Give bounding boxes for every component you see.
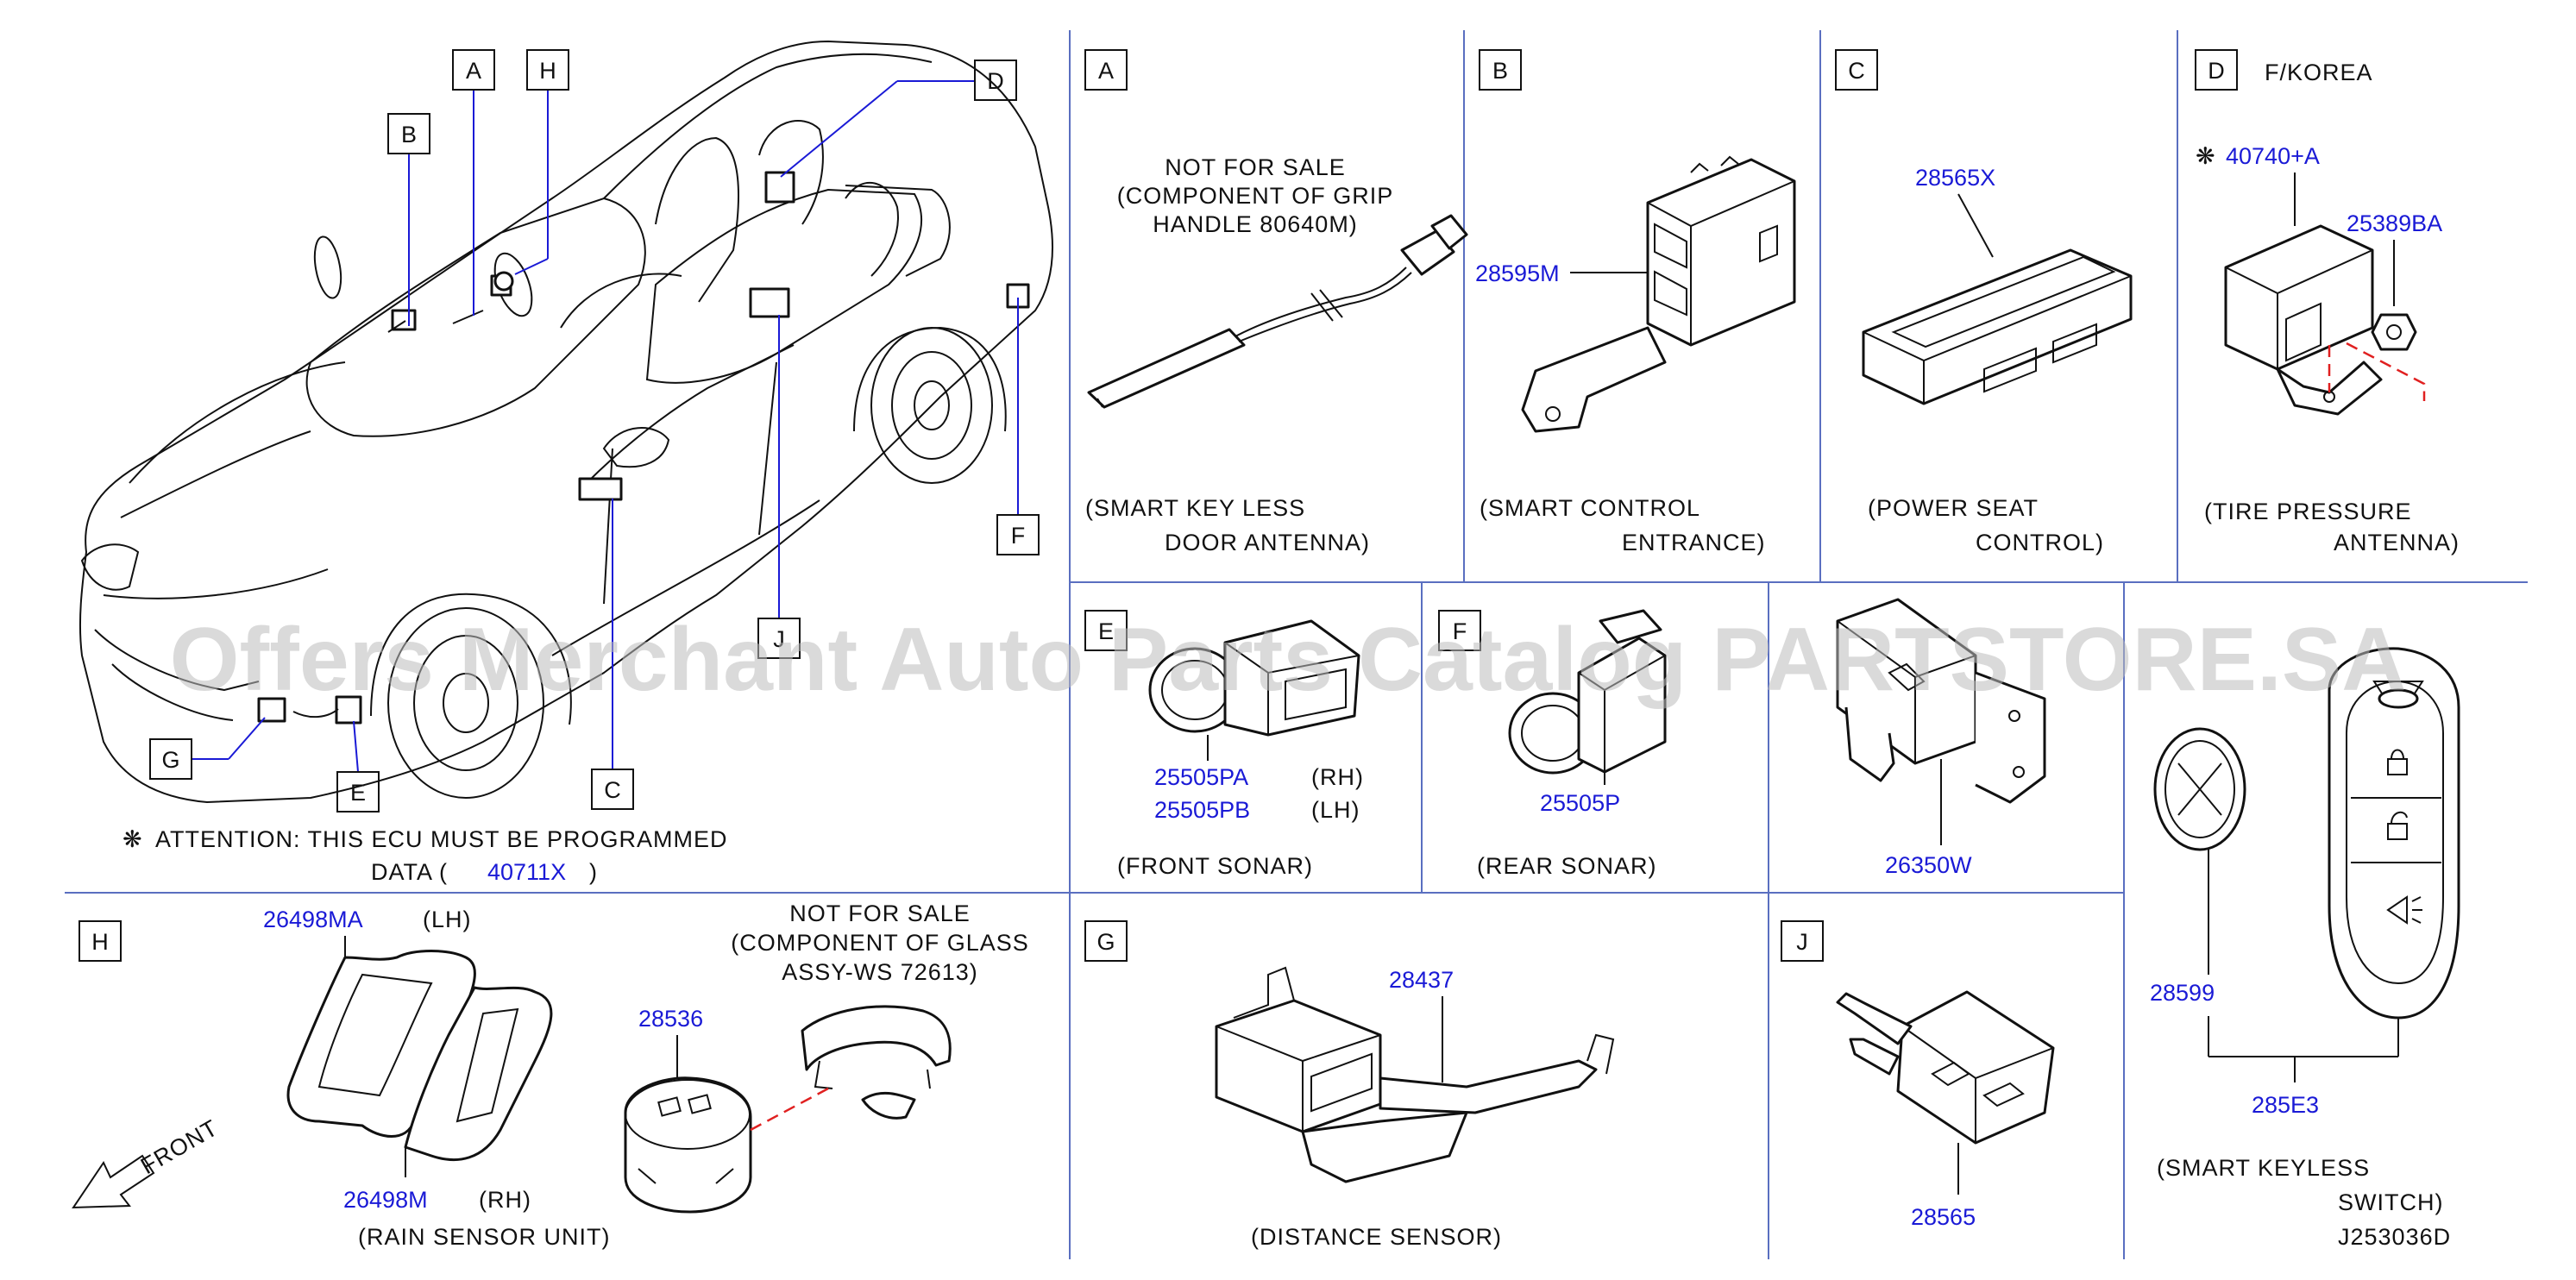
callout-j: J [773,626,785,652]
panel-k-part-assy: 285E3 [2252,1092,2319,1118]
attention-note: ❋ ATTENTION: THIS ECU MUST BE PROGRAMMED… [123,826,728,885]
attention-line2-prefix: DATA ( [371,859,448,885]
panel-k: 28599 285E3 (SMART KEYLESS SWITCH) [2150,647,2460,1215]
panel-h-part-rh: 26498M [343,1187,428,1213]
diagram-code: J253036D [2338,1224,2451,1250]
panel-e-part-lh: 25505PB [1154,797,1250,823]
panel-d-caption-2: ANTENNA) [2334,530,2460,555]
callout-a: A [466,58,481,84]
panel-a: A NOT FOR SALE (COMPONENT OF GRIP HANDLE… [1084,49,1468,555]
panel-a-note-3: HANDLE 80640M) [1153,211,1358,237]
panel-g-caption: (DISTANCE SENSOR) [1251,1224,1502,1250]
callout-f: F [1011,523,1026,549]
panel-h: H 26498MA (LH) 26498M (RH) 28536 NOT FOR… [72,900,1029,1250]
panel-j-part: 28565 [1911,1204,1976,1230]
callout-g: G [161,747,179,773]
panel-b-caption-2: ENTRANCE) [1622,530,1766,555]
panel-g-letter: G [1096,929,1115,955]
panel-e-side-rh: (RH) [1311,764,1364,790]
callout-c: C [604,777,621,803]
panel-c: C 28565X (POWER SEAT CONTROL) [1835,49,2133,555]
panel-e-letter: E [1098,618,1114,644]
callout-e: E [350,780,366,806]
panel-f-letter: F [1453,618,1467,644]
panel-d-letter: D [2208,58,2225,84]
panel-g: G 28437 (DISTANCE SENSOR) [1084,920,1615,1250]
panel-a-note-2: (COMPONENT OF GRIP [1117,183,1394,209]
panel-g-part: 28437 [1389,967,1454,993]
attention-line1: ATTENTION: THIS ECU MUST BE PROGRAMMED [155,826,728,852]
panel-d-symbol: ❋ [2196,143,2216,169]
front-arrow-label: FRONT [136,1114,223,1179]
panel-c-letter: C [1848,58,1865,84]
panel-h-note-1: NOT FOR SALE [789,900,971,926]
panel-h-note-2: (COMPONENT OF GLASS [731,930,1029,956]
panel-e-part-rh: 25505PA [1154,764,1248,790]
panel-h-part-sensor: 28536 [638,1006,703,1032]
callout-d: D [987,68,1004,94]
panel-f-caption: (REAR SONAR) [1477,853,1657,879]
panel-26350w-part: 26350W [1885,852,1972,878]
panel-d: D F/KOREA ❋ 40740+A 25389BA (TIRE PRESSU… [2195,49,2460,555]
front-arrow: FRONT [72,1114,223,1209]
panel-k-caption-2: SWITCH) [2338,1189,2443,1215]
panel-h-note-3: ASSY-WS 72613) [782,959,978,985]
panel-a-letter: A [1098,58,1114,84]
panel-b: B 28595M (SMART CONTROL ENTRANCE) [1475,49,1796,555]
panel-b-letter: B [1492,58,1508,84]
panel-c-part: 28565X [1915,165,1995,191]
panel-k-caption-1: (SMART KEYLESS [2157,1155,2370,1181]
panel-h-side-rh: (RH) [479,1187,531,1213]
panel-e-side-lh: (LH) [1311,797,1360,823]
panel-c-caption-1: (POWER SEAT [1868,495,2039,521]
panel-k-part-battery: 28599 [2150,980,2215,1006]
panel-h-letter: H [91,929,109,955]
panel-a-caption-1: (SMART KEY LESS [1085,495,1305,521]
panel-26350w: 26350W [1836,598,2046,878]
panel-c-caption-2: CONTROL) [1976,530,2104,555]
panel-h-caption: (RAIN SENSOR UNIT) [358,1224,611,1250]
overview-leaders [192,80,1019,773]
overview-callouts: A H B D F J G E C [149,49,1040,813]
panel-b-caption-1: (SMART CONTROL [1480,495,1700,521]
watermark: Offers Merchant Auto Parts Catalog PARTS… [170,610,2407,710]
panel-e-caption: (FRONT SONAR) [1117,853,1313,879]
vehicle-overview [79,40,1053,804]
panel-d-part2: 25389BA [2347,210,2442,236]
panel-a-note-1: NOT FOR SALE [1165,154,1346,180]
attention-line2-suffix: ) [589,859,598,885]
callout-h: H [539,58,556,84]
panel-a-caption-2: DOOR ANTENNA) [1165,530,1370,555]
panel-b-part: 28595M [1475,260,1560,286]
attention-symbol: ❋ [123,826,143,852]
panel-j: J 28565 [1781,920,2055,1230]
panel-d-part1: 40740+A [2226,143,2320,169]
panel-grid [65,30,2528,1259]
panel-f-part: 25505P [1540,790,1620,816]
attention-part: 40711X [487,859,566,885]
panel-h-side-lh: (LH) [423,907,472,932]
callout-b: B [401,122,417,147]
panel-e: E 25505PA (RH) 25505PB (LH) (FRONT SONAR… [1084,610,1364,879]
panel-h-part-lh: 26498MA [263,907,363,932]
panel-j-letter: J [1796,929,1808,955]
panel-d-caption-1: (TIRE PRESSURE [2204,499,2412,524]
panel-f: F 25505P (REAR SONAR) [1438,609,1667,879]
panel-d-region: F/KOREA [2265,60,2373,85]
